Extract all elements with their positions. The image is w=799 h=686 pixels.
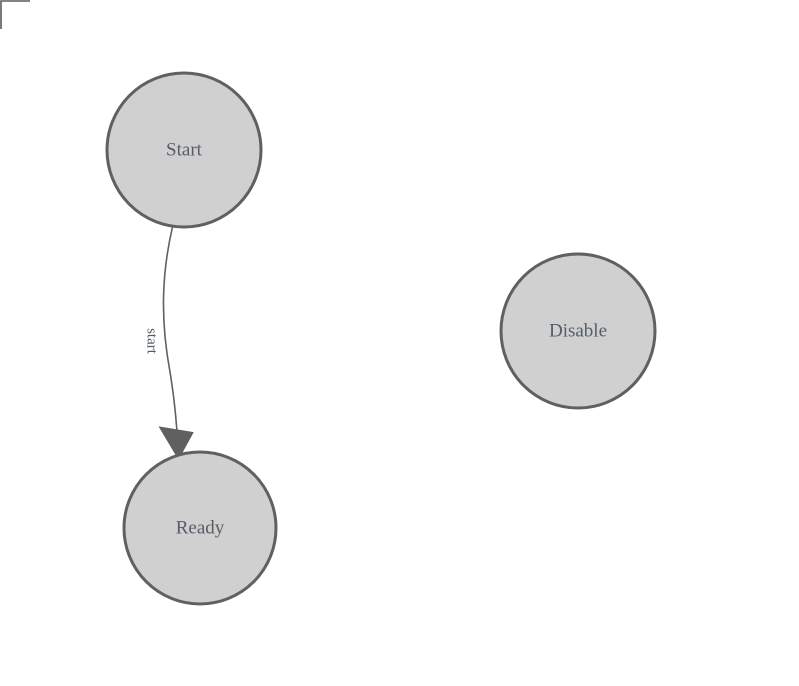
- edge-label-start: start: [144, 328, 160, 355]
- crop-corner-marker-icon: [0, 0, 30, 29]
- edge-start-to-ready[interactable]: start: [144, 226, 194, 461]
- node-disable[interactable]: Disable: [499, 252, 657, 410]
- arrowhead-icon: [158, 426, 194, 461]
- node-disable-label: Disable: [549, 320, 607, 341]
- node-start[interactable]: Start: [105, 71, 263, 229]
- node-ready-label: Ready: [176, 517, 225, 538]
- node-start-label: Start: [166, 139, 203, 160]
- node-disable-circle[interactable]: [499, 252, 657, 410]
- node-ready-circle[interactable]: [122, 450, 278, 606]
- node-ready[interactable]: Ready: [122, 450, 278, 606]
- edge-path: [162, 226, 179, 449]
- node-start-circle[interactable]: [105, 71, 263, 229]
